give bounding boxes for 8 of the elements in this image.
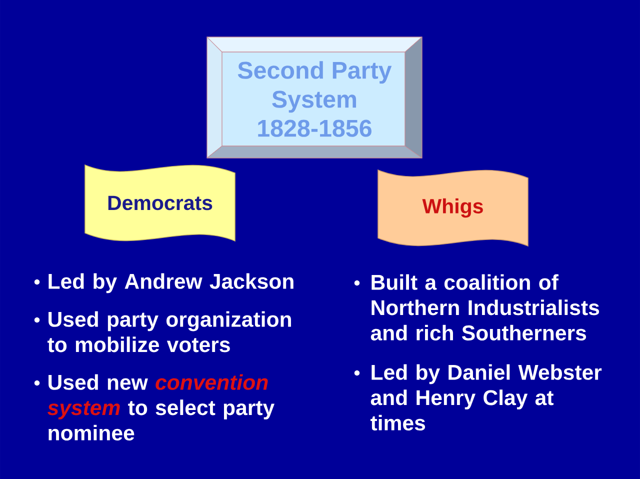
bullet-text: Built a coalition of Northern Industrialists and rich Southerners: [370, 274, 600, 341]
bullet-text: Led by Andrew Jackson: [48, 273, 294, 294]
flag-banner: Democrats: [84, 164, 236, 242]
bullet-text: Used party organization to mobilize voters: [48, 311, 291, 352]
title-box: Second Party System 1828-1856: [206, 36, 422, 158]
flag-banner: Whigs: [378, 170, 528, 246]
bullet-text: Led by Daniel Webster and Henry Clay at times: [370, 364, 602, 431]
bullet-text: Used new convention system to select party nominee: [48, 374, 274, 441]
